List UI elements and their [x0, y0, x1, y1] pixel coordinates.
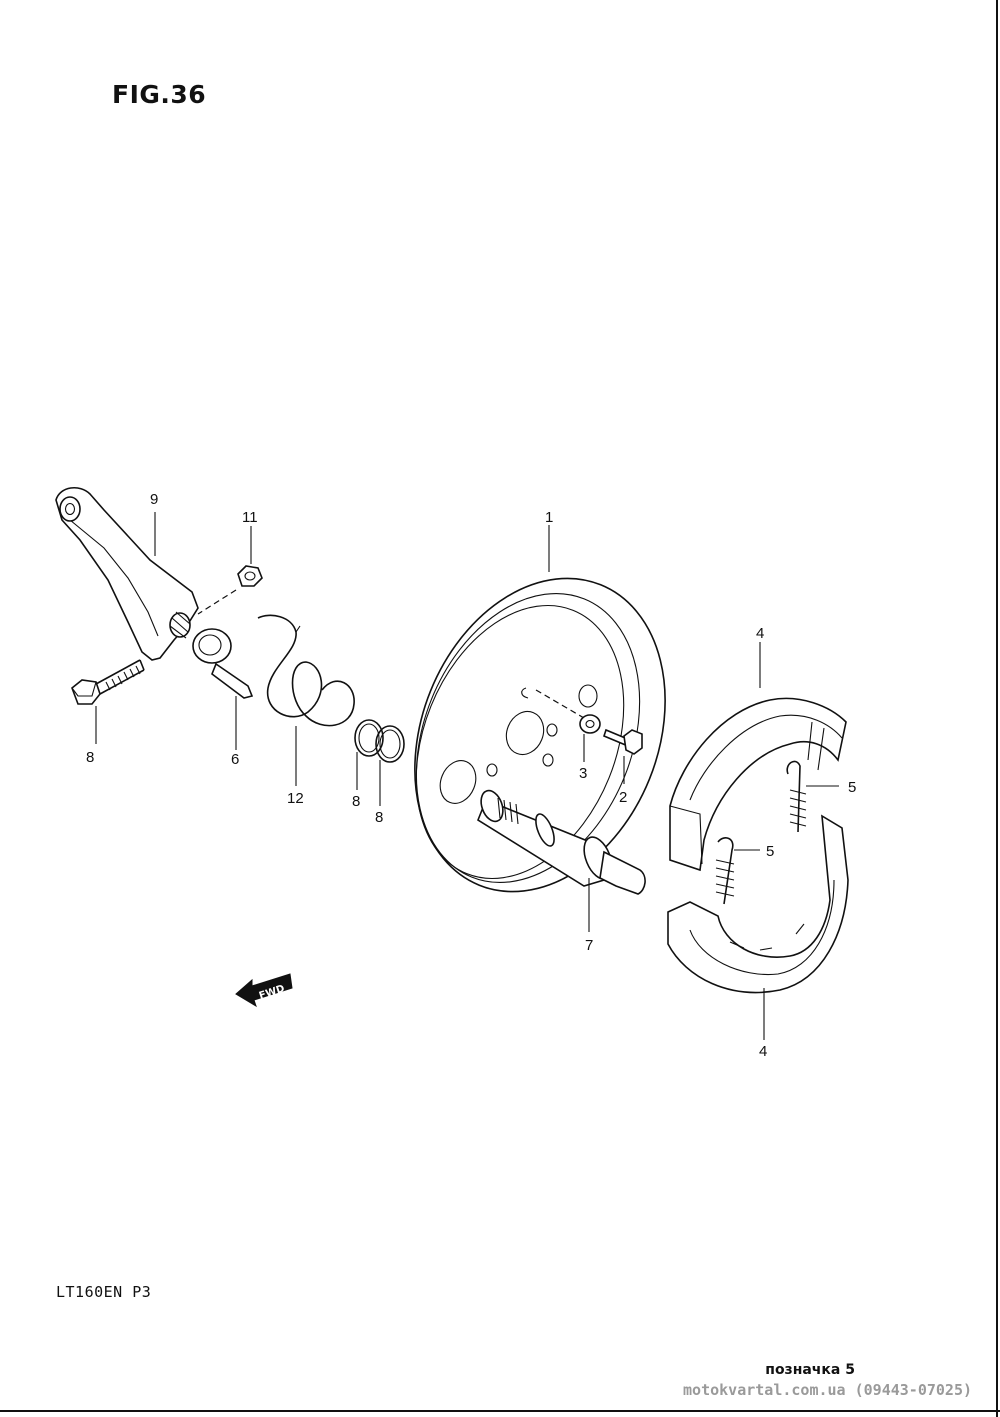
callout-4-top: 4	[756, 625, 764, 642]
frame-right-border	[996, 0, 998, 1417]
callout-1: 1	[545, 509, 553, 526]
brake-cam-shaft	[477, 789, 646, 895]
callout-3: 3	[579, 765, 587, 782]
leader-lines	[95, 512, 839, 1040]
shoe-springs	[715, 760, 807, 905]
o-rings	[354, 719, 405, 763]
brake-shoe-lower	[667, 814, 849, 994]
footer-label: позначка 5	[765, 1362, 855, 1378]
callout-7: 7	[585, 937, 593, 954]
callout-2: 2	[619, 789, 627, 806]
frame-bottom-border	[0, 1410, 1000, 1412]
callout-8-a: 8	[352, 793, 360, 810]
brake-shoe-upper	[669, 697, 847, 872]
brake-panel	[414, 577, 666, 893]
callout-5-top: 5	[848, 779, 856, 796]
callout-11: 11	[242, 509, 258, 526]
model-code: LT160EN P3	[56, 1283, 152, 1301]
fwd-arrow: FWD	[235, 973, 293, 1008]
brake-lever-arm	[55, 487, 199, 661]
callout-8-b: 8	[375, 809, 383, 826]
lever-nut	[197, 565, 263, 615]
callout-10: 8	[86, 749, 94, 766]
washer-and-bolt	[535, 689, 643, 755]
callout-9: 9	[150, 491, 158, 508]
callout-5-mid: 5	[766, 843, 774, 860]
figure-title: FIG.36	[112, 80, 207, 109]
footer-site: motokvartal.com.ua (09443-07025)	[683, 1381, 972, 1399]
lever-bolt	[71, 659, 145, 705]
callout-4-bottom: 4	[759, 1043, 767, 1060]
callout-12: 12	[287, 790, 304, 807]
callout-labels: 9 11 1 4 5 5 8 6 12 8 8 3 2 7 4	[86, 491, 856, 1060]
wear-indicator-plate	[192, 628, 254, 699]
return-spring	[257, 614, 355, 727]
callout-6: 6	[231, 751, 239, 768]
